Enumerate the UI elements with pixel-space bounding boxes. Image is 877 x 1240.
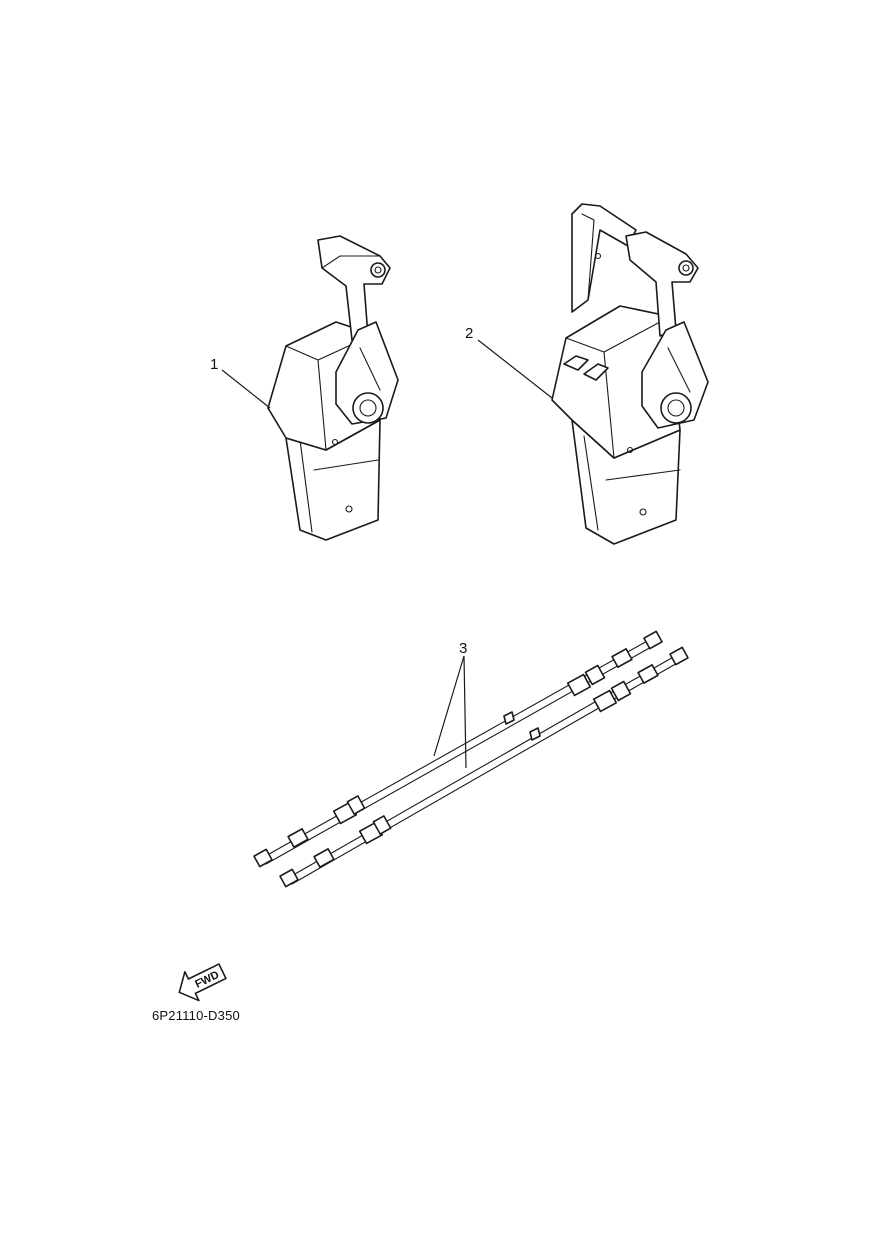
callout-1: 1 <box>210 356 218 373</box>
leader-2 <box>477 339 553 399</box>
control-cables <box>253 630 689 888</box>
leader-3a <box>433 655 465 757</box>
leader-3b <box>463 655 467 769</box>
callout-2: 2 <box>465 325 473 342</box>
part-code: 6P21110-D350 <box>152 1008 240 1023</box>
fwd-arrow-icon: FWD <box>178 963 227 1002</box>
remote-control-dual <box>551 203 709 545</box>
leader-1 <box>221 369 271 409</box>
callout-3: 3 <box>459 640 467 657</box>
remote-control-single <box>267 235 399 541</box>
